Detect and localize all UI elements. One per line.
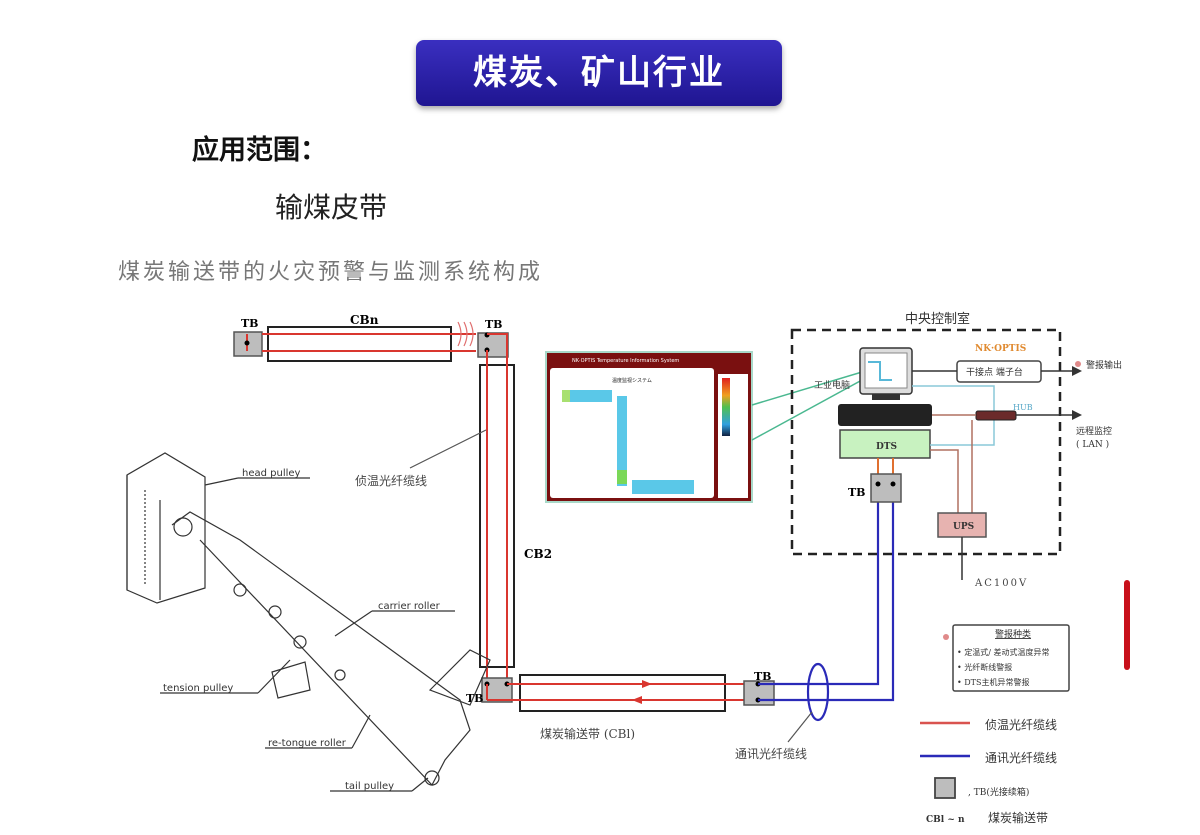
section-heading: 应用范围： [192, 135, 327, 166]
relay-terminal-label: 干接点 端子台 [966, 366, 1023, 378]
return-roller-label: re-tongue roller [268, 738, 347, 749]
vendor-label: NK·OPTIS [975, 344, 1026, 354]
splice-point [244, 340, 250, 346]
conveyor-cb2: CB2 侦温光纤缆线 [355, 350, 552, 678]
svg-text:NK·OPTIS Temperature Informati: NK·OPTIS Temperature Information System [572, 358, 679, 364]
tb-label: TB [485, 318, 502, 331]
cable-bundle-icon [806, 662, 830, 722]
hub-device [975, 410, 1017, 421]
control-room-boundary [790, 328, 1062, 556]
flow-arrow-icon [642, 680, 652, 688]
alarm-item: • 定温式/ 差动式温度异常 [957, 647, 1050, 657]
legend-prefix: CBl ~ n [926, 815, 965, 825]
tb-label: TB [754, 670, 771, 683]
comm-fiber-label: 通讯光纤缆线 [735, 747, 807, 761]
alarm-types-box: 警报种类 • 定温式/ 差动式温度异常 • 光纤断线警报 • DTS主机异常警报 [943, 624, 1070, 692]
legend-label: 侦温光纤缆线 [985, 718, 1057, 732]
legend: 侦温光纤缆线 通讯光纤缆线 , TB(光接续箱) CBl ~ n 煤炭输送带 [920, 718, 1057, 825]
dts-unit [839, 429, 931, 459]
sensing-fiber [486, 683, 756, 701]
remote-monitor-label: 远程监控 [1076, 425, 1112, 437]
alarm-item: • DTS主机异常警报 [957, 677, 1030, 687]
keyboard-icon [838, 404, 932, 426]
alarm-box-title: 警报种类 [995, 628, 1031, 640]
legend-label: 通讯光纤缆线 [985, 751, 1057, 765]
tail-pulley-label: tail pulley [345, 781, 394, 792]
tb-box [870, 473, 902, 503]
ups-unit [937, 512, 987, 538]
comm-fiber [758, 493, 895, 702]
lan-label: ( LAN ) [1076, 439, 1109, 450]
tension-pulley-label: tension pulley [163, 683, 233, 694]
power-label: AC100V [974, 578, 1028, 589]
break-mark-icon [457, 321, 474, 347]
leader-line [409, 429, 487, 469]
industrial-pc-label: 工业电脑 [814, 379, 850, 391]
control-room-label: 中央控制室 [905, 311, 970, 327]
tb-label: TB [848, 486, 865, 499]
conveyor-cb1: TB 煤炭输送带 (CBl) TB 通讯光纤缆线 [466, 493, 895, 761]
sensing-fiber [262, 333, 476, 352]
arrow-icon [1072, 366, 1082, 376]
application-subheading: 输煤皮带 [275, 191, 388, 224]
conveyor-cbn: TB CBn TB [233, 313, 509, 364]
legend-label: , TB(光接续箱) [968, 786, 1029, 798]
ups-label: UPS [953, 522, 974, 532]
title-banner: 煤炭、矿山行业 [416, 40, 782, 106]
carrier-roller-label: carrier roller [378, 601, 441, 612]
central-control-room: 中央控制室 工业电脑 DTS NK·OPTIS 干接点 端子台 警报输出 HUB… [790, 311, 1122, 589]
hub-label: HUB [1013, 403, 1033, 412]
legend-tb-box-icon [934, 777, 956, 799]
conveyor-cb2-label: CB2 [524, 547, 552, 561]
alarm-item: • 光纤断线警报 [957, 662, 1012, 672]
flow-arrow-icon [632, 696, 642, 704]
edge-marker [1124, 580, 1130, 670]
arrow-icon [1072, 410, 1082, 420]
tb-label: TB [466, 692, 483, 705]
alarm-output-label: 警报输出 [1086, 359, 1122, 371]
sensing-fiber-label: 侦温光纤缆线 [355, 474, 427, 488]
conveyor-cb1-label: 煤炭输送带 (CBl) [540, 726, 635, 741]
conveyor-belt-cbn [267, 326, 452, 362]
alarm-dot-icon [1075, 361, 1081, 367]
sensing-fiber [486, 350, 508, 678]
monitoring-screen: NK·OPTIS Temperature Information System … [545, 351, 863, 503]
alarm-dot-icon [943, 634, 949, 640]
tb-label: TB [241, 317, 258, 330]
conveyor-mechanical-drawing [126, 452, 491, 792]
diagram-caption: 煤炭输送带的火灾预警与监测系统构成 [118, 260, 544, 285]
legend-label: 煤炭输送带 [988, 810, 1048, 825]
svg-text:温度监视システム: 温度监视システム [612, 377, 652, 384]
tb-box [477, 332, 509, 358]
conveyor-cbn-label: CBn [350, 313, 379, 327]
head-pulley-label: head pulley [242, 468, 301, 479]
conveyor-belt-cb1 [519, 674, 726, 712]
dts-label: DTS [876, 442, 897, 452]
conveyor-belt-cb2 [479, 364, 515, 668]
